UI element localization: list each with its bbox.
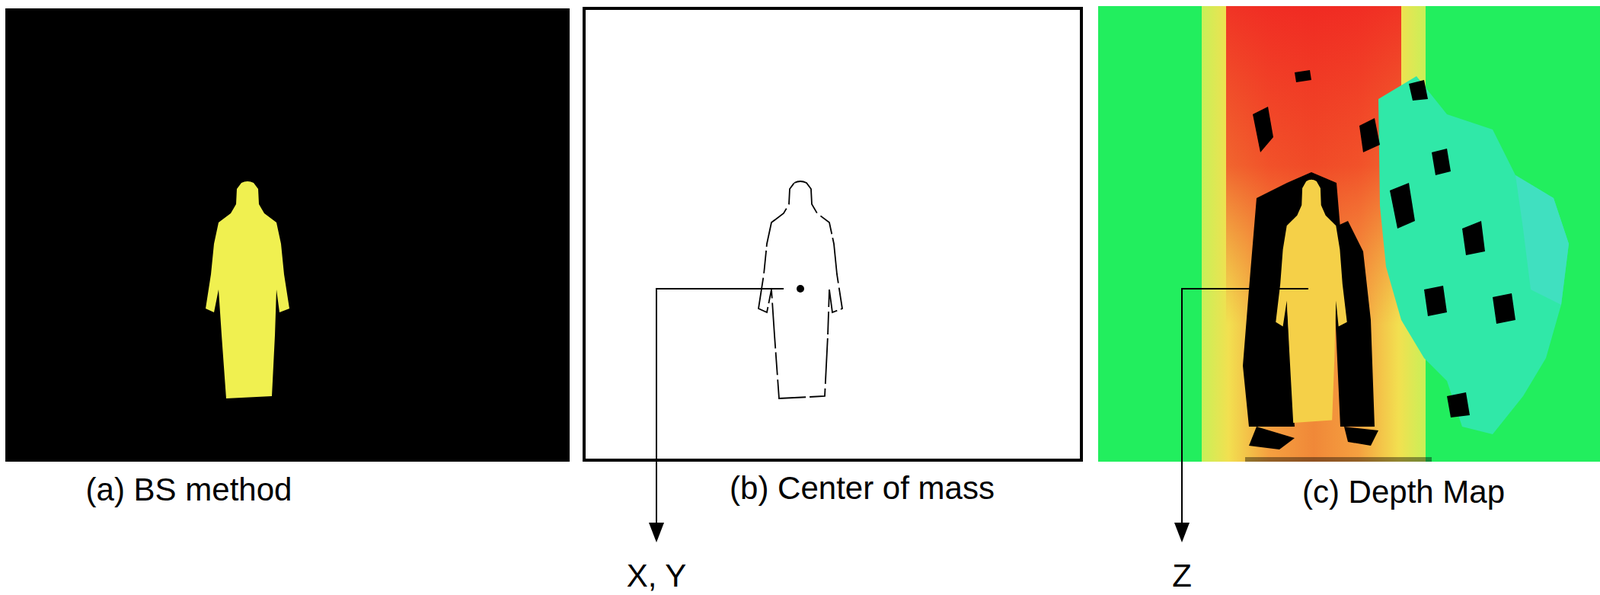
com-panel <box>584 8 1082 460</box>
image-panel: (a) BS method <box>5 8 570 462</box>
panel-caption: (a) BS method <box>86 472 293 508</box>
silhouette-outline <box>758 181 843 399</box>
axis-label: Z <box>1172 558 1192 594</box>
foreground-silhouette <box>205 181 290 399</box>
panel-caption: (c) Depth Map <box>1302 474 1505 510</box>
panel-caption: (b) Center of mass <box>729 470 995 506</box>
image-panel: (b) Center of mass <box>584 8 1082 460</box>
bs-panel <box>5 8 570 462</box>
leader-arrow <box>1174 288 1309 543</box>
center-dot <box>796 284 805 293</box>
axis-label: X, Y <box>626 558 687 594</box>
depth-map <box>1098 6 1600 462</box>
image-panel: (c) Depth Map <box>1098 6 1600 462</box>
